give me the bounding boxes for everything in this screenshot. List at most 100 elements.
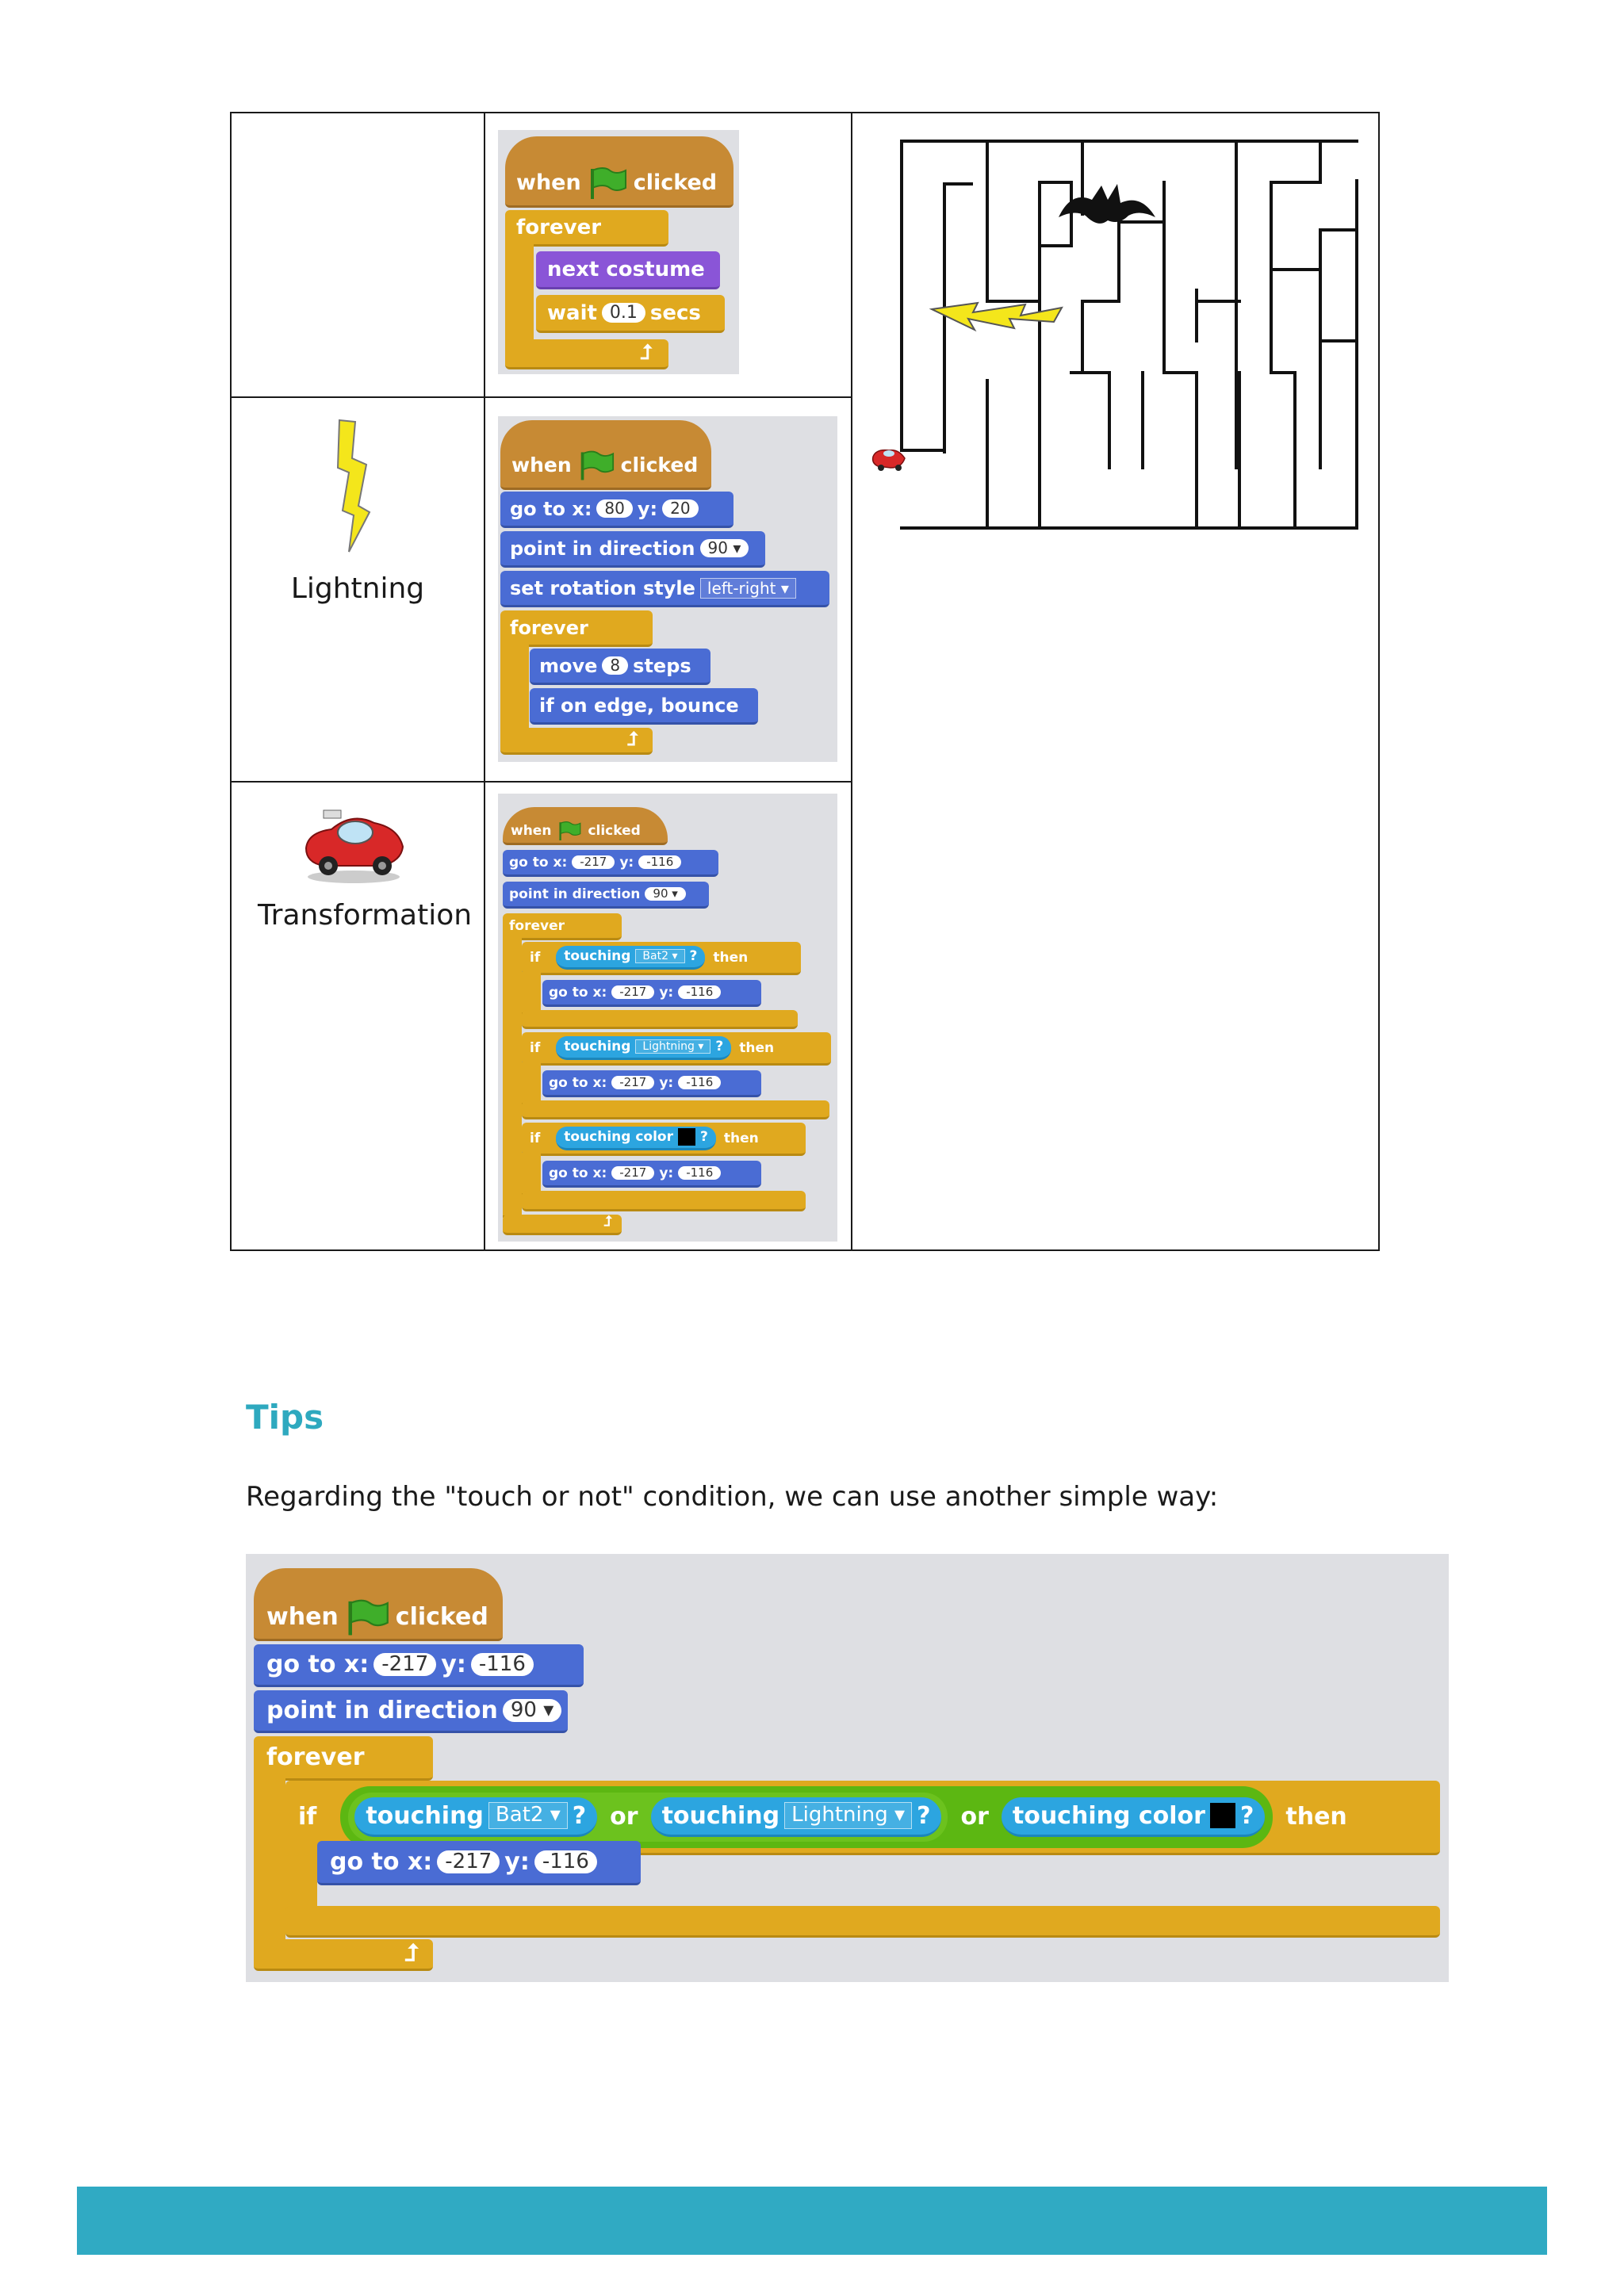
touching-label: touching [366, 1801, 484, 1830]
when-flag-clicked-block[interactable]: when clicked [503, 807, 668, 845]
if-on-edge-bounce-block[interactable]: if on edge, bounce [530, 688, 758, 725]
y-label: y: [659, 1074, 674, 1091]
y-label: y: [504, 1848, 530, 1876]
go-to-xy-block[interactable]: go to x: -217 y: -116 [503, 850, 718, 877]
hat-clicked-label: clicked [588, 822, 641, 839]
direction-dropdown[interactable]: 90 ▾ [699, 538, 749, 557]
y-input[interactable]: -116 [534, 1850, 597, 1874]
wait-block[interactable]: wait 0.1 secs [536, 295, 725, 333]
when-flag-clicked-block[interactable]: when clicked [500, 420, 711, 490]
forever-block[interactable]: forever [254, 1736, 433, 1781]
touching-target-dropdown[interactable]: Lightning ▾ [635, 1039, 711, 1054]
point-in-direction-block[interactable]: point in direction 90 ▾ [503, 882, 709, 909]
steps-input[interactable]: 8 [602, 656, 629, 675]
go-to-label: go to x: [509, 854, 568, 871]
y-input[interactable]: 20 [662, 499, 699, 518]
point-direction-label: point in direction [509, 886, 641, 902]
x-input[interactable]: -217 [437, 1850, 500, 1874]
forever-block[interactable]: forever [503, 913, 622, 940]
or-operator-inner[interactable]: touching Bat2 ▾ ? or touching Lightning … [348, 1792, 948, 1842]
color-swatch[interactable] [678, 1128, 695, 1146]
touching-bat-condition[interactable]: touching Bat2 ▾ ? [556, 945, 706, 970]
move-steps-block[interactable]: move 8 steps [530, 649, 710, 685]
bounce-label: if on edge, bounce [539, 694, 739, 717]
go-to-xy-block[interactable]: go to x: 80 y: 20 [500, 492, 733, 528]
table-divider [232, 396, 852, 398]
point-in-direction-block[interactable]: point in direction 90 ▾ [254, 1690, 568, 1733]
touching-label: touching [564, 948, 631, 964]
if-touching-lightning-block[interactable]: if touching Lightning ▾ ? then [522, 1032, 831, 1066]
forever-label: forever [509, 917, 565, 934]
loop-arrow-icon: ⮥ [640, 341, 653, 365]
wait-label: wait [547, 300, 597, 325]
y-label: y: [637, 497, 658, 520]
x-input[interactable]: -217 [611, 1075, 655, 1090]
touching-lightning-condition[interactable]: touching Lightning ▾ ? [650, 1797, 942, 1837]
move-label: move [539, 654, 598, 677]
direction-value: 90 [510, 1697, 537, 1722]
y-label: y: [619, 854, 634, 871]
color-swatch[interactable] [1209, 1803, 1235, 1828]
steps-unit-label: steps [633, 654, 691, 677]
dropdown-arrow-icon: ▾ [698, 1039, 704, 1053]
or-operator-outer[interactable]: touching Bat2 ▾ ? or touching Lightning … [340, 1785, 1274, 1848]
touching-target-dropdown[interactable]: Bat2 ▾ [488, 1802, 568, 1829]
or-label: or [610, 1803, 638, 1831]
go-to-xy-block[interactable]: go to x: -217 y: -116 [542, 1070, 761, 1097]
point-direction-label: point in direction [510, 537, 695, 560]
touching-target-dropdown[interactable]: Lightning ▾ [784, 1802, 913, 1829]
then-label: then [723, 1130, 759, 1146]
rotation-style-dropdown[interactable]: left-right ▾ [699, 577, 796, 599]
next-costume-block[interactable]: next costume [536, 251, 720, 289]
go-to-xy-block[interactable]: go to x: -217 y: -116 [542, 1161, 761, 1188]
y-label: y: [659, 984, 674, 1001]
y-input[interactable]: -116 [678, 1165, 722, 1181]
touching-target-value: Bat2 [495, 1803, 544, 1827]
y-input[interactable]: -116 [470, 1652, 534, 1677]
question-label: ? [572, 1801, 587, 1830]
tips-heading: Tips [246, 1398, 324, 1437]
touching-label: touching [564, 1039, 631, 1054]
y-label: y: [441, 1651, 466, 1678]
go-to-xy-block[interactable]: go to x: -217 y: -116 [542, 980, 761, 1007]
go-to-xy-block[interactable]: go to x: -217 y: -116 [254, 1644, 584, 1687]
x-input[interactable]: 80 [596, 499, 633, 518]
x-input[interactable]: -217 [572, 855, 615, 870]
set-rotation-style-block[interactable]: set rotation style left-right ▾ [500, 571, 829, 607]
point-in-direction-block[interactable]: point in direction 90 ▾ [500, 531, 765, 568]
question-label: ? [700, 1129, 708, 1145]
direction-dropdown[interactable]: 90 ▾ [645, 886, 686, 901]
y-input[interactable]: -116 [678, 985, 722, 1000]
go-to-label: go to x: [549, 984, 607, 1001]
direction-value: 90 [653, 886, 668, 901]
direction-value: 90 [707, 538, 728, 557]
x-input[interactable]: -217 [373, 1652, 437, 1677]
forever-block[interactable]: forever [505, 210, 668, 247]
loop-arrow-icon: ⮥ [603, 1213, 612, 1230]
wait-value-input[interactable]: 0.1 [601, 302, 645, 323]
forever-block[interactable]: forever [500, 610, 653, 647]
when-flag-clicked-block[interactable]: when clicked [505, 136, 733, 208]
tips-description: Regarding the "touch or not" condition, … [246, 1481, 1219, 1513]
y-input[interactable]: -116 [638, 855, 682, 870]
forever-foot: ⮥ [503, 1213, 622, 1235]
touching-target-dropdown[interactable]: Bat2 ▾ [635, 948, 685, 964]
when-flag-clicked-block[interactable]: when clicked [254, 1568, 503, 1641]
y-input[interactable]: -116 [678, 1075, 722, 1090]
lightning-bolt-sprite [929, 301, 1063, 332]
direction-dropdown[interactable]: 90 ▾ [502, 1697, 562, 1723]
touching-color-condition[interactable]: touching color ? [1001, 1797, 1266, 1837]
if-touching-color-block[interactable]: if touching color ? then [522, 1123, 806, 1156]
touching-lightning-condition[interactable]: touching Lightning ▾ ? [556, 1035, 732, 1060]
if-touching-bat-block[interactable]: if touching Bat2 ▾ ? then [522, 942, 801, 975]
loop-arrow-icon: ⮥ [404, 1939, 419, 1967]
touching-bat-condition[interactable]: touching Bat2 ▾ ? [354, 1797, 598, 1837]
go-to-xy-block[interactable]: go to x: -217 y: -116 [317, 1841, 641, 1885]
go-to-label: go to x: [510, 497, 592, 520]
hat-when-label: when [516, 170, 581, 195]
next-costume-label: next costume [547, 257, 705, 281]
touching-color-condition[interactable]: touching color ? [556, 1126, 716, 1150]
forever-label: forever [516, 215, 602, 239]
x-input[interactable]: -217 [611, 1165, 655, 1181]
x-input[interactable]: -217 [611, 985, 655, 1000]
